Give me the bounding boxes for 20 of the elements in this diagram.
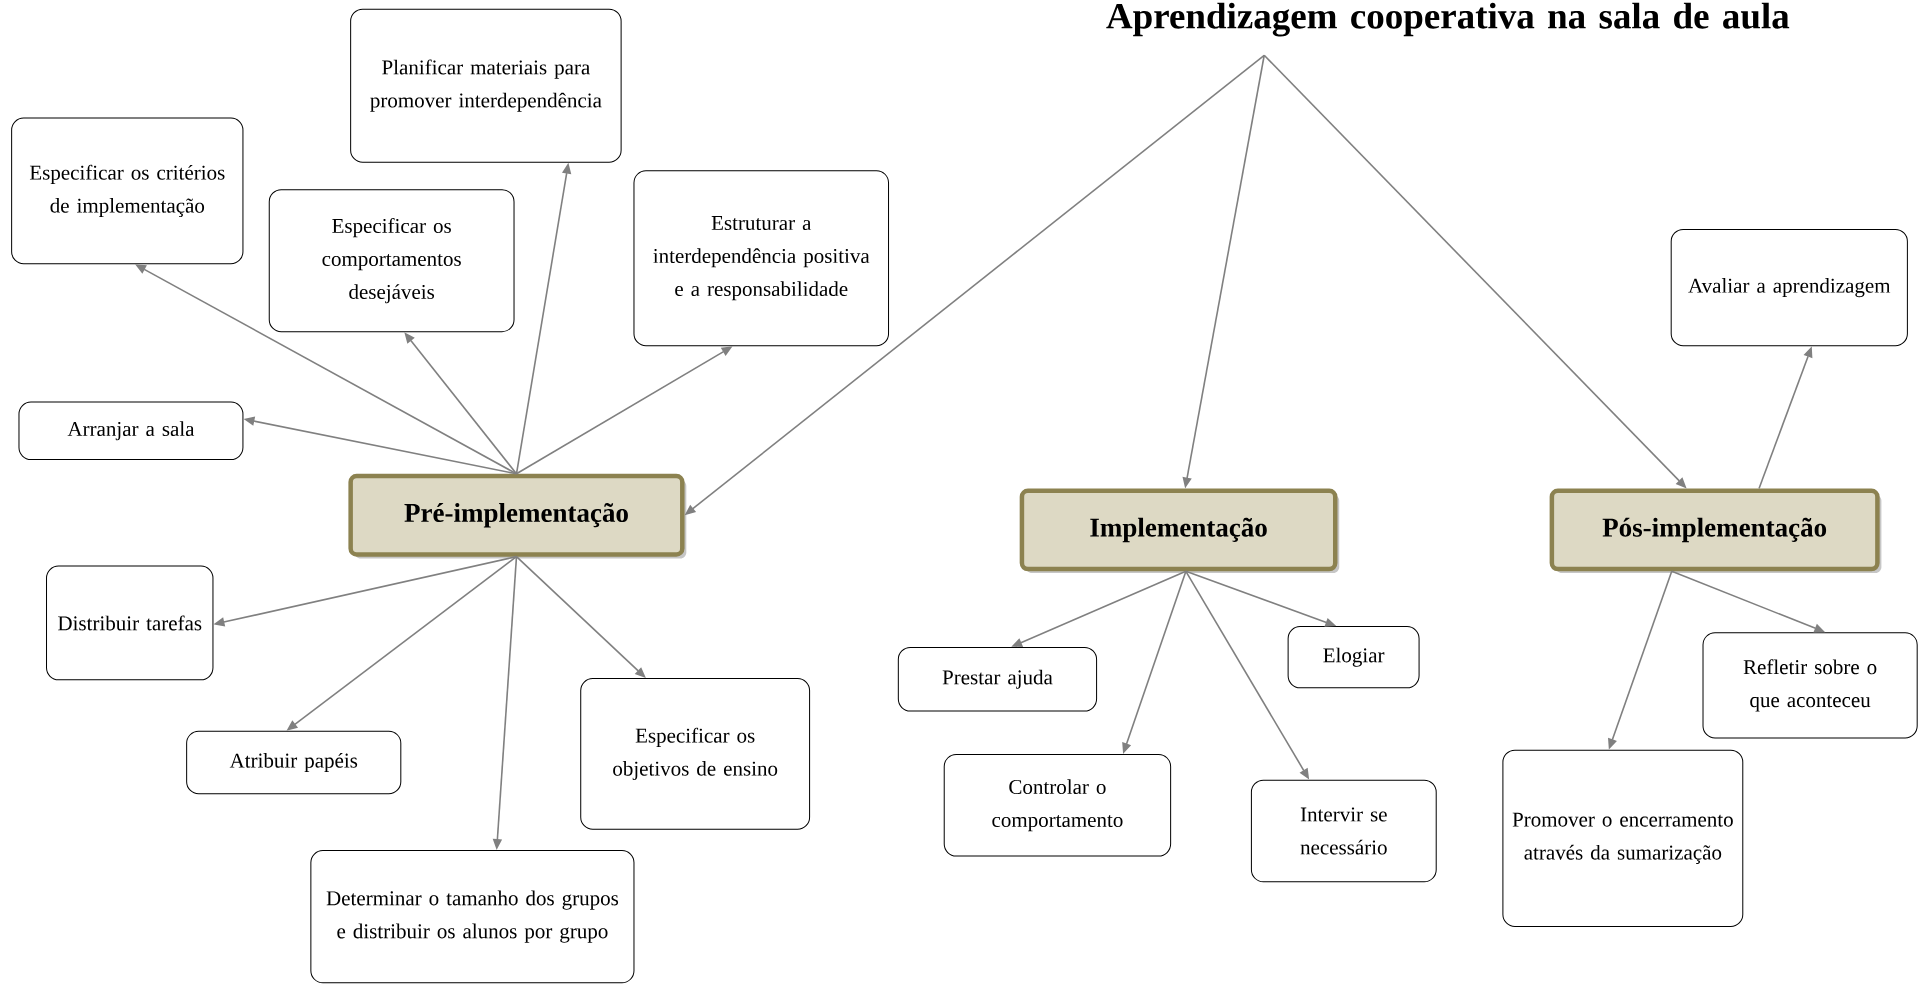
step-box: Prestar ajuda bbox=[897, 646, 1098, 712]
phase-box: Pré-implementação bbox=[348, 473, 687, 559]
step-box: Controlar o comportamento bbox=[943, 754, 1172, 857]
phase-box: Implementação bbox=[1019, 488, 1340, 574]
step-box: Especificar os comportamentos desejáveis bbox=[268, 189, 515, 333]
step-box: Atribuir papéis bbox=[186, 730, 402, 795]
step-box: Distribuir tarefas bbox=[46, 565, 214, 681]
step-box: Arranjar a sala bbox=[18, 401, 244, 461]
step-box: Refletir sobre o que aconteceu bbox=[1702, 632, 1918, 739]
step-box: Especificar os critérios de implementação bbox=[11, 117, 244, 265]
step-box: Estruturar a interdependência positiva e a responsabilidade bbox=[633, 170, 890, 347]
phase-box: Pós-implementação bbox=[1549, 488, 1882, 574]
step-box: Especificar os objetivos de ensino bbox=[580, 678, 811, 830]
step-box: Intervir se necessário bbox=[1250, 779, 1437, 883]
title-text: Aprendizagem cooperativa na sala de aula bbox=[1106, 2, 1790, 37]
step-box: Avaliar a aprendizagem bbox=[1670, 229, 1908, 347]
step-box: Elogiar bbox=[1287, 626, 1420, 689]
step-box: Promover o encerramento através da sumarização bbox=[1502, 749, 1744, 927]
step-box: Determinar o tamanho dos grupos e distribuir os alunos por grupo bbox=[310, 850, 635, 984]
step-box: Planificar materiais para promover interdependência bbox=[350, 8, 622, 163]
